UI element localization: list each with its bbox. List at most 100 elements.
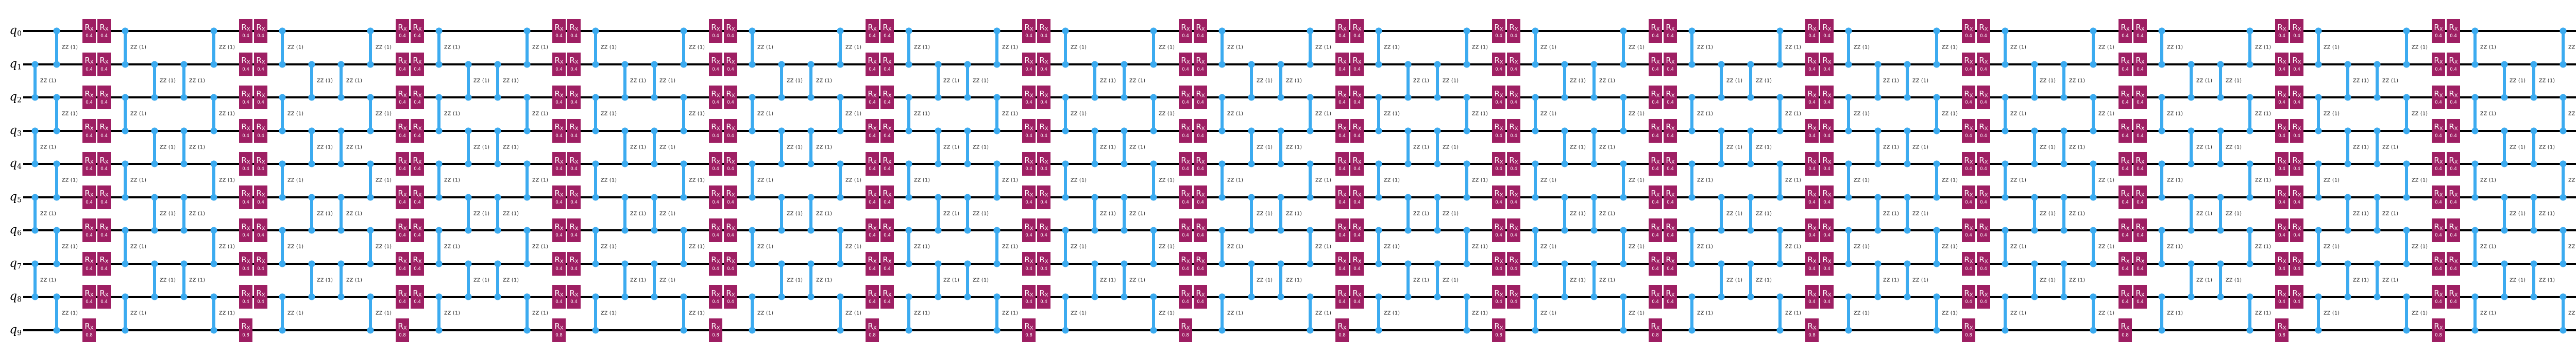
- zz-gate-dot-q4[interactable]: [749, 160, 756, 167]
- zz-gate-link-q6-q7[interactable]: [907, 230, 910, 264]
- zz-gate-link-q4-q5[interactable]: [2004, 164, 2007, 197]
- zz-gate-dot-q7[interactable]: [2002, 260, 2009, 267]
- zz-gate-link-q0-q1[interactable]: [1152, 31, 1155, 64]
- zz-gate-link-q5-q6[interactable]: [937, 197, 940, 230]
- zz-gate-link-q3-q4[interactable]: [966, 130, 969, 164]
- zz-gate-link-q3-q4[interactable]: [2532, 130, 2535, 164]
- zz-gate-link-q3-q4[interactable]: [496, 130, 499, 164]
- zz-gate-link-q2-q3[interactable]: [1152, 97, 1155, 131]
- zz-gate-link-q6-q7[interactable]: [2004, 230, 2007, 264]
- zz-gate-dot-q9[interactable]: [1776, 327, 1784, 333]
- zz-gate-link-q1-q2[interactable]: [966, 64, 969, 97]
- zz-gate-dot-q3[interactable]: [180, 127, 188, 134]
- zz-gate-dot-q1[interactable]: [2315, 61, 2322, 67]
- zz-gate-dot-q7[interactable]: [1620, 260, 1627, 267]
- zz-gate-link-q4-q5[interactable]: [907, 164, 910, 197]
- zz-gate-link-q1-q2[interactable]: [496, 64, 499, 97]
- zz-gate-link-q4-q5[interactable]: [2317, 164, 2320, 197]
- zz-gate-dot-q6[interactable]: [1688, 227, 1696, 234]
- zz-gate-link-q3-q4[interactable]: [653, 130, 656, 164]
- zz-gate-dot-q8[interactable]: [2315, 293, 2322, 300]
- zz-gate-dot-q5[interactable]: [1561, 194, 1568, 200]
- zz-gate-dot-q6[interactable]: [1248, 227, 1255, 234]
- zz-gate-dot-q7[interactable]: [151, 260, 158, 267]
- zz-gate-link-q0-q1[interactable]: [124, 31, 127, 64]
- zz-gate-dot-q8[interactable]: [210, 293, 217, 300]
- zz-gate-link-q0-q1[interactable]: [2160, 31, 2163, 64]
- zz-gate-dot-q1[interactable]: [337, 61, 345, 67]
- zz-gate-dot-q4[interactable]: [1150, 160, 1157, 167]
- zz-gate-dot-q2[interactable]: [53, 94, 60, 101]
- zz-gate-dot-q5[interactable]: [2217, 194, 2224, 200]
- zz-gate-dot-q8[interactable]: [2374, 293, 2381, 300]
- zz-gate-dot-q8[interactable]: [651, 293, 658, 300]
- zz-gate-dot-q7[interactable]: [651, 260, 658, 267]
- zz-gate-dot-q5[interactable]: [122, 194, 129, 200]
- zz-gate-dot-q1[interactable]: [749, 61, 756, 67]
- zz-gate-dot-q7[interactable]: [465, 260, 472, 267]
- zz-gate-link-q2-q3[interactable]: [369, 97, 372, 131]
- zz-gate-dot-q3[interactable]: [1248, 127, 1255, 134]
- zz-gate-dot-q7[interactable]: [367, 260, 374, 267]
- zz-gate-dot-q4[interactable]: [651, 160, 658, 167]
- zz-gate-link-q1-q2[interactable]: [153, 64, 156, 97]
- zz-gate-dot-q1[interactable]: [1218, 61, 1226, 67]
- zz-gate-dot-q3[interactable]: [1434, 127, 1441, 134]
- zz-gate-link-q2-q3[interactable]: [2405, 97, 2408, 131]
- zz-gate-dot-q1[interactable]: [308, 61, 315, 67]
- zz-gate-link-q5-q6[interactable]: [2062, 197, 2065, 230]
- zz-gate-dot-q1[interactable]: [1933, 61, 1940, 67]
- zz-gate-dot-q5[interactable]: [837, 194, 844, 200]
- zz-gate-link-q0-q1[interactable]: [2405, 31, 2408, 64]
- zz-gate-dot-q6[interactable]: [465, 227, 472, 234]
- zz-gate-dot-q6[interactable]: [592, 227, 599, 234]
- zz-gate-dot-q8[interactable]: [1776, 293, 1784, 300]
- zz-gate-dot-q2[interactable]: [592, 94, 599, 101]
- zz-gate-dot-q0[interactable]: [367, 27, 374, 35]
- zz-gate-dot-q6[interactable]: [337, 227, 345, 234]
- zz-gate-link-q2-q3[interactable]: [526, 97, 529, 131]
- zz-gate-dot-q2[interactable]: [1375, 94, 1382, 101]
- zz-gate-dot-q4[interactable]: [2374, 160, 2381, 167]
- zz-gate-dot-q8[interactable]: [494, 293, 501, 300]
- zz-gate-dot-q1[interactable]: [2090, 61, 2097, 67]
- zz-gate-dot-q7[interactable]: [1747, 260, 1754, 267]
- zz-gate-dot-q7[interactable]: [1718, 260, 1725, 267]
- zz-gate-dot-q8[interactable]: [2530, 293, 2537, 300]
- zz-gate-link-q7-q8[interactable]: [1749, 263, 1752, 297]
